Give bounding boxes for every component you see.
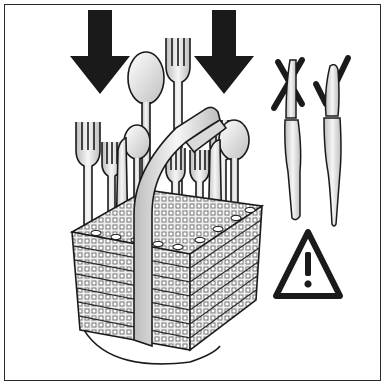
down-arrow-icon <box>70 10 130 94</box>
knife-point-up <box>285 60 301 220</box>
knife-point-down <box>324 65 341 226</box>
down-arrow-icon <box>194 10 254 94</box>
warning-icon <box>276 232 340 296</box>
